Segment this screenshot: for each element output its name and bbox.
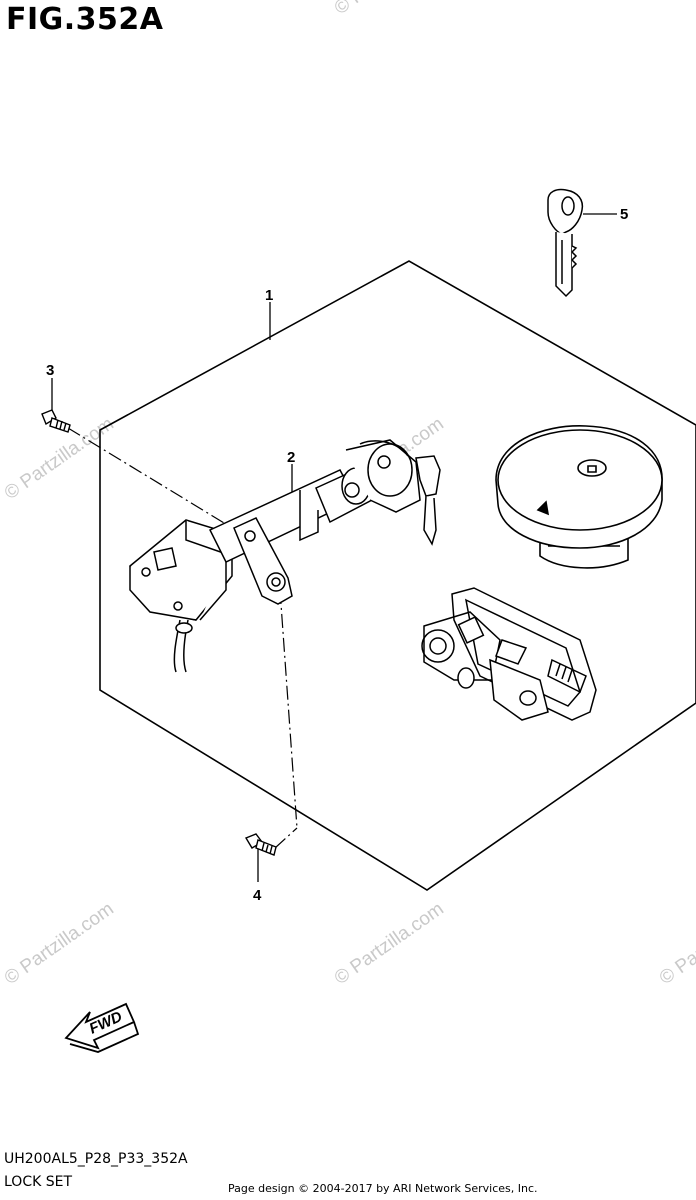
alignment-line-bolt-4b (274, 827, 298, 849)
callout-3[interactable]: 3 (46, 362, 54, 379)
key-5[interactable] (547, 188, 584, 298)
callout-4[interactable]: 4 (253, 887, 262, 904)
callout-1[interactable]: 1 (265, 287, 273, 304)
bolt-3[interactable] (41, 409, 71, 433)
watermark: © Partzilla.com (1, 898, 118, 989)
callout-2[interactable]: 2 (287, 449, 295, 466)
seat-lock[interactable] (421, 587, 597, 721)
alignment-line-bolt-3 (67, 427, 253, 541)
bolt-4[interactable] (244, 833, 277, 856)
lock-set-frame (99, 260, 696, 891)
figure-title: FIG.352A (6, 2, 164, 37)
group-name: LOCK SET (4, 1174, 73, 1190)
fuel-cap[interactable] (495, 425, 663, 569)
fwd-arrow: FWD (64, 1002, 140, 1053)
steering-lock-switch-2[interactable] (129, 439, 441, 673)
watermark: © Partzilla.com (656, 898, 696, 989)
watermark: © Partzilla.com (331, 0, 448, 19)
copyright-notice: Page design © 2004-2017 by ARI Network S… (228, 1182, 538, 1195)
watermark: © Partzilla.com (331, 898, 448, 989)
alignment-line-bolt-4 (279, 589, 298, 829)
diagram-code: UH200AL5_P28_P33_352A (4, 1151, 188, 1167)
callout-5[interactable]: 5 (620, 206, 628, 223)
